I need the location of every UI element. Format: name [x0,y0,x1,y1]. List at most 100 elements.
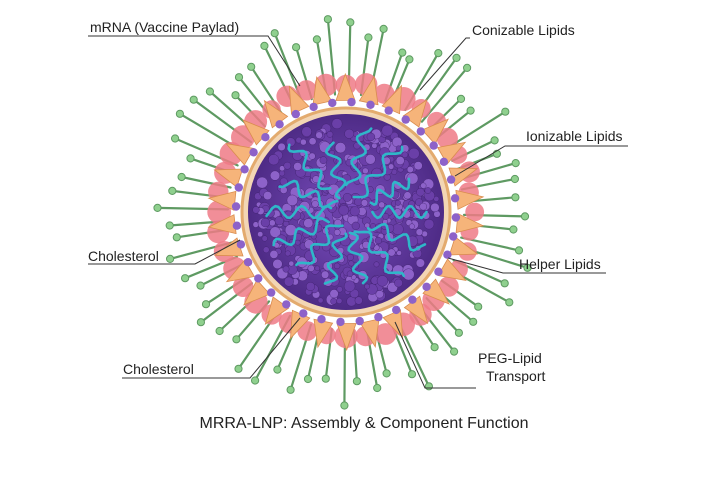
peg-tip [260,41,269,51]
core-particle [408,147,420,160]
core-particle [257,231,264,238]
peg-tip [171,134,180,143]
peg-tip [463,63,472,73]
core-particle [396,250,402,256]
core-particle [395,156,405,166]
ionizable-lipid-cone [437,258,467,281]
peg-tip [407,370,417,379]
peg-tip [196,281,205,290]
helper-lipid-dot [443,250,452,259]
core-particle [360,199,369,207]
ionizable-lipid-cone [288,85,310,115]
helper-lipid-dot [384,106,393,115]
peg-tip [509,225,518,234]
core-particle [306,282,316,292]
peg-tip [303,374,313,384]
peg-tip [501,107,510,116]
peg-tip [286,385,295,394]
helper-lipid-dot [275,120,284,129]
lipid-shell [207,72,485,352]
peg-tip [398,48,407,57]
helper-lipid-dot [355,316,364,326]
ionizable-lipid-cone [243,279,271,306]
core-particle [321,270,330,279]
core-particle [374,236,383,245]
core-particle [283,161,292,170]
peg-tip [511,159,520,168]
helper-lipid-dot [240,165,249,174]
mrna-strand [323,232,348,285]
ionizable-lipid-cone [225,143,255,166]
peg-tip [234,73,244,82]
helper-lipid-dot [291,109,300,119]
core-particle [303,218,314,229]
core-particle [423,218,435,230]
peg-tip [215,326,224,336]
helper-lipid-dot [282,300,291,309]
core-particle [293,162,302,171]
core-particle [403,191,412,200]
mrna-strand [371,204,428,220]
core-particle [336,286,343,293]
peg-tip [231,91,240,100]
core-particle [331,118,343,130]
core-particle [300,138,307,146]
core-particle [288,260,295,267]
core-particle [326,131,334,138]
core-particle [424,187,432,194]
core-particle [272,259,283,270]
ionizable-lipid-cone [264,296,290,325]
helper-lipid-dot [366,100,375,110]
helper-lipid-dot [429,141,438,150]
peg-tip [500,279,509,288]
core-particle [286,137,296,147]
core-particle [269,250,279,259]
mrna-strand [347,231,369,285]
core-particle [343,280,356,292]
leader-line [394,321,476,389]
core-particle [277,142,286,151]
peg-tip [186,154,195,163]
core-particle [354,296,363,305]
ionizable-lipid-cone [402,99,428,128]
core-particle [279,170,286,177]
ionizable-lipid-cone [213,168,244,188]
peg-tip [382,369,391,378]
lipid-blob [436,127,458,149]
helper-lipid-dot [336,317,345,327]
core-particle [419,202,428,211]
lipid-blob [465,202,485,222]
core-particle [268,219,276,227]
peg-tip [514,246,524,255]
peg-tip [424,382,433,391]
core-particle [387,248,396,257]
peg-tip [340,401,349,410]
core-particle [336,297,343,304]
peg-tip [452,53,461,63]
core-particle [351,221,360,230]
core-particle [406,166,414,173]
core-particle [307,264,315,272]
peg-tip [510,174,520,184]
peg-tip [379,24,388,33]
mrna-strand [324,141,347,200]
core-particle [354,197,363,206]
helper-lipid-dot [416,127,425,136]
ionizable-lipid-cone [455,213,485,234]
helper-lipid-dot [450,194,460,203]
core-particle [252,206,260,214]
core-particle [430,202,440,213]
mrna-strands [265,127,428,285]
core-particle [308,137,317,146]
core-particle [342,192,352,202]
helper-lipid-dot [434,267,443,276]
core-particle [256,176,268,189]
core-particle [329,289,339,299]
helper-lipid-dot [249,148,258,157]
mrna-strand [287,143,332,191]
core-particle [351,274,357,280]
peg-tip [168,186,177,195]
helper-lipid-dot [449,232,458,241]
core-particle [394,199,401,206]
peg-tip [469,317,478,326]
